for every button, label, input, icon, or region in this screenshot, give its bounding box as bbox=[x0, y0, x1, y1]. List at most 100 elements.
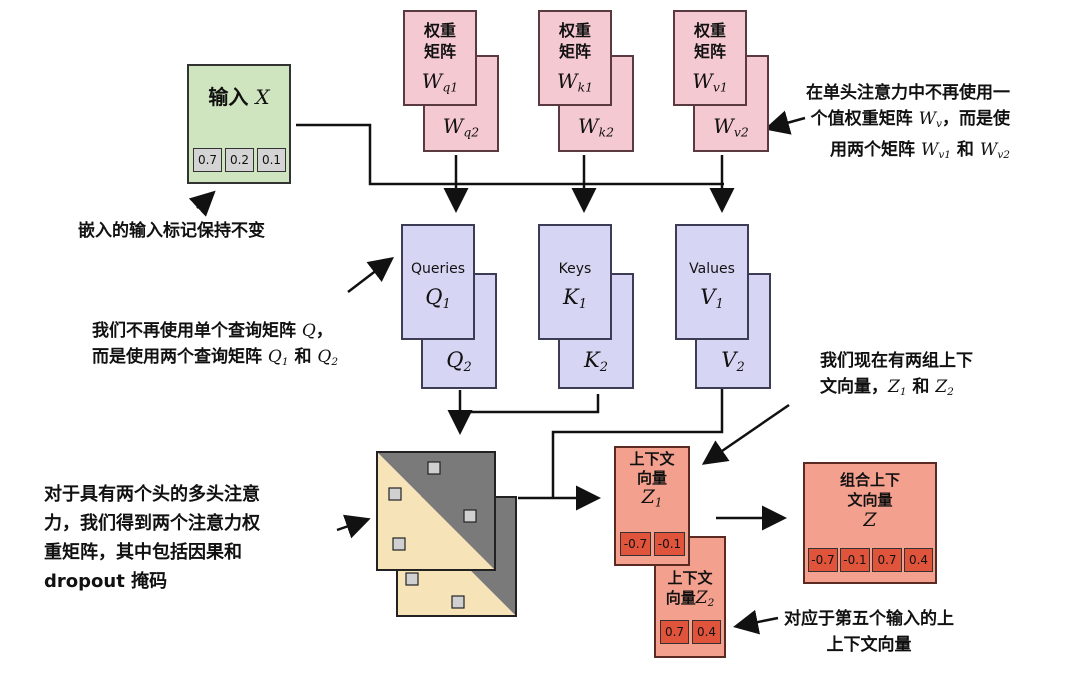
weight-matrix-front: 权重 矩阵 Wv1 bbox=[673, 10, 747, 106]
fifth-note-arrow bbox=[733, 609, 779, 635]
attn-note-line4: dropout 掩码 bbox=[44, 571, 168, 592]
value-note-line3a: 用两个矩阵 bbox=[829, 140, 921, 161]
combined-context-vector: 组合上下 文向量 Z -0.7 -0.1 0.7 0.4 bbox=[803, 462, 937, 584]
value-note-line3: 用两个矩阵 Wv1 和 Wv2 bbox=[829, 140, 1010, 162]
qkv-sym: Q bbox=[446, 348, 464, 372]
input-note: 嵌入的输入标记保持不变 bbox=[78, 221, 265, 241]
value-note-line3b: 和 bbox=[951, 140, 980, 161]
weight-front-label: Wk1 bbox=[540, 70, 610, 99]
context-z1-cell: -0.7 bbox=[620, 532, 651, 556]
query-note-line2: 而是使用两个查询矩阵 Q1 和 Q2 bbox=[92, 347, 339, 369]
value-weight-note: 在单头注意力中不再使用一 个值权重矩阵 Wv，而是使 用两个矩阵 Wv1 和 W… bbox=[806, 80, 1010, 168]
weight-sub2: q2 bbox=[463, 124, 480, 140]
input-value-cell: 0.1 bbox=[257, 148, 286, 172]
query-note-line1a: 我们不再使用单个查询矩阵 bbox=[92, 321, 302, 341]
combined-cell: 0.7 bbox=[872, 548, 902, 572]
qkv-sub1: 1 bbox=[442, 296, 451, 312]
qkv-sym: Q bbox=[425, 285, 443, 309]
value-note-line2b: ，而是使 bbox=[942, 109, 1010, 129]
qkv-sym: V bbox=[721, 348, 737, 372]
input-var: X bbox=[255, 85, 270, 109]
weight-sym: W bbox=[557, 69, 578, 93]
qkv-front-label: K1 bbox=[540, 286, 610, 316]
qkv-sub1: 1 bbox=[578, 296, 587, 312]
value-note-line1: 在单头注意力中不再使用一 bbox=[806, 83, 1010, 103]
weight-back-label: Wq2 bbox=[425, 115, 497, 144]
context-z1-title: 上下文 向量 Z1 bbox=[616, 450, 688, 513]
input-value-cell: 0.2 bbox=[225, 148, 254, 172]
weight-title: 权重 矩阵 bbox=[558, 21, 591, 61]
qkv-sub1: 1 bbox=[715, 296, 724, 312]
value-note-line2: 个值权重矩阵 Wv，而是使 bbox=[810, 109, 1010, 131]
qkv-back-label: Q2 bbox=[423, 349, 495, 379]
attn-note-line3: 重矩阵，其中包括因果和 bbox=[44, 542, 242, 563]
qkv-back-label: K2 bbox=[560, 349, 632, 379]
weight-title: 权重 矩阵 bbox=[693, 21, 726, 61]
attn-note-arrow bbox=[336, 514, 371, 539]
qkv-front-label: Q1 bbox=[403, 286, 473, 316]
query-note-line2b: 和 bbox=[288, 347, 318, 367]
qkv-sub2: 2 bbox=[736, 359, 745, 375]
line-v-to-context bbox=[551, 388, 724, 498]
weight-back-label: Wk2 bbox=[560, 115, 632, 144]
weight-front-label: Wv1 bbox=[675, 70, 745, 99]
input-label: 输入 X bbox=[189, 86, 289, 108]
attention-mask-note: 对于具有两个头的多头注意 力，我们得到两个注意力权 重矩阵，其中包括因果和 dr… bbox=[44, 480, 260, 596]
weight-matrix-front: 权重 矩阵 Wk1 bbox=[538, 10, 612, 106]
qkv-matrix-front: Values V1 bbox=[675, 224, 749, 340]
input-label-text: 输入 bbox=[208, 85, 249, 109]
input-bus-line bbox=[296, 123, 724, 186]
qkv-matrix-front: Queries Q1 bbox=[401, 224, 475, 340]
weight-sym: W bbox=[442, 114, 464, 138]
weight-matrix-front: 权重 矩阵 Wq1 bbox=[403, 10, 477, 106]
qkv-sym: K bbox=[584, 348, 600, 372]
context-z2-cell: 0.4 bbox=[692, 620, 721, 644]
combined-title: 组合上下 文向量 Z bbox=[805, 470, 935, 530]
weight-title: 权重 矩阵 bbox=[423, 21, 456, 61]
weight-sym: W bbox=[421, 69, 443, 93]
qkv-name: Keys bbox=[558, 261, 592, 277]
line-k-to-attn bbox=[460, 394, 600, 414]
qkv-back-label: V2 bbox=[697, 349, 769, 379]
attention-weight-matrices bbox=[376, 451, 517, 617]
value-note-arrow bbox=[764, 110, 806, 135]
combined-cell: 0.4 bbox=[904, 548, 933, 572]
query-note-line2a: 而是使用两个查询矩阵 bbox=[92, 347, 268, 367]
context-z2-sym: Z bbox=[695, 588, 708, 608]
attention-matrix-1 bbox=[376, 451, 496, 571]
value-note-line2a: 个值权重矩阵 bbox=[810, 109, 919, 129]
attn-note-line2: 力，我们得到两个注意力权 bbox=[44, 513, 260, 534]
weight-sym: W bbox=[692, 69, 713, 93]
input-value-cell: 0.7 bbox=[193, 148, 222, 172]
context-z1-sym: Z bbox=[641, 486, 655, 508]
query-matrix-note: 我们不再使用单个查询矩阵 Q， 而是使用两个查询矩阵 Q1 和 Q2 bbox=[92, 318, 338, 375]
input-box: 输入 X 0.7 0.2 0.1 bbox=[187, 64, 291, 184]
attn-note-line1: 对于具有两个头的多头注意 bbox=[44, 484, 260, 505]
weight-sub1: k1 bbox=[577, 79, 593, 95]
context-z1-title-text: 上下文 向量 bbox=[629, 450, 675, 487]
combined-sym: Z bbox=[863, 509, 877, 531]
combined-cell: -0.1 bbox=[840, 548, 870, 572]
context-note-line1: 我们现在有两组上下 bbox=[820, 351, 973, 371]
qkv-matrix-front: Keys K1 bbox=[538, 224, 612, 340]
weight-sub2: v2 bbox=[733, 124, 749, 140]
context-z1-sub: 1 bbox=[654, 495, 663, 510]
context-note-line2a: 文向量， bbox=[820, 377, 888, 397]
weight-sub2: k2 bbox=[598, 124, 614, 140]
weight-back-label: Wv2 bbox=[695, 115, 767, 144]
weight-sub1: v1 bbox=[712, 79, 728, 95]
fifth-note-line2: 上下文向量 bbox=[826, 635, 912, 655]
combined-cell: -0.7 bbox=[808, 548, 838, 572]
context-z2-title: 上下文 向量Z2 bbox=[656, 568, 724, 613]
qkv-sym: V bbox=[700, 285, 716, 309]
combined-title-text: 组合上下 文向量 bbox=[839, 471, 900, 509]
qkv-front-label: V1 bbox=[677, 286, 747, 316]
query-note-line1b: ， bbox=[315, 321, 333, 341]
weight-sub1: q1 bbox=[442, 79, 459, 95]
context-sets-note: 我们现在有两组上下 文向量，Z1 和 Z2 bbox=[820, 348, 973, 405]
qkv-sub2: 2 bbox=[599, 359, 608, 375]
qkv-sub2: 2 bbox=[463, 359, 472, 375]
weight-sym: W bbox=[578, 114, 599, 138]
context-z2-title-text: 上下文 向量 bbox=[665, 569, 713, 607]
